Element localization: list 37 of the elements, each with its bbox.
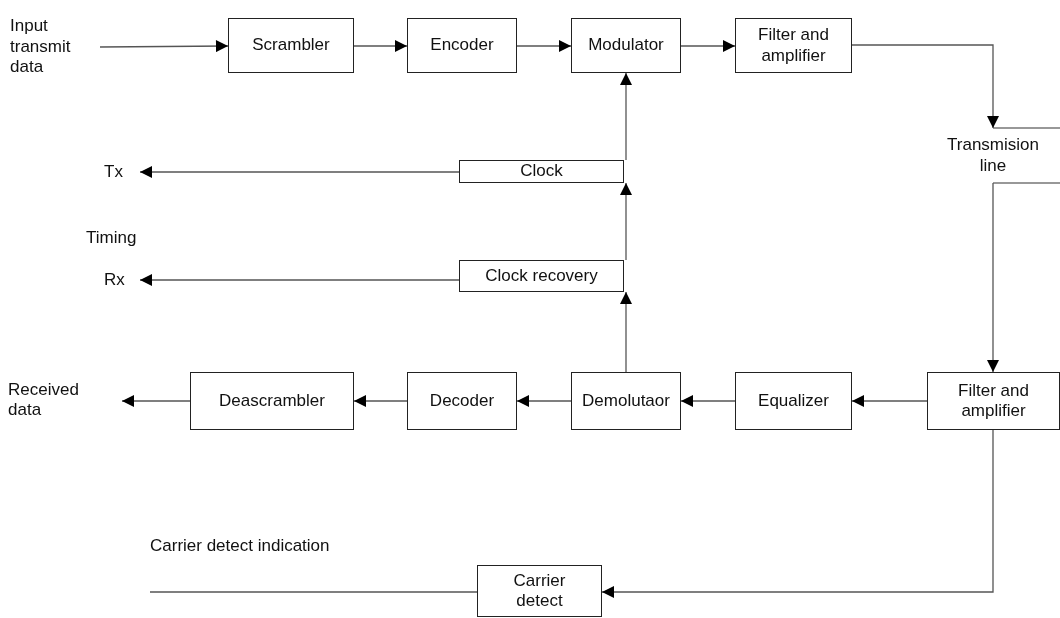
arrow xyxy=(680,40,736,52)
arrow xyxy=(987,182,999,373)
arrow xyxy=(516,395,572,407)
text-label: Tx xyxy=(104,160,138,184)
text-label: Input transmit data xyxy=(10,8,100,86)
text-label: Received data xyxy=(8,374,88,426)
text-label: Rx xyxy=(104,268,138,292)
arrow xyxy=(620,72,632,161)
text-label: Transmision line xyxy=(938,128,1048,183)
arrow xyxy=(139,274,460,286)
process-box: Filter and amplifier xyxy=(927,372,1060,430)
arrow xyxy=(601,429,994,598)
process-box: Equalizer xyxy=(735,372,852,430)
arrow xyxy=(851,395,928,407)
process-box: Filter and amplifier xyxy=(735,18,852,73)
process-box: Scrambler xyxy=(228,18,354,73)
process-box: Clock xyxy=(459,160,624,183)
text-label: Timing xyxy=(86,228,137,248)
process-box: Clock recovery xyxy=(459,260,624,292)
arrow xyxy=(353,40,408,52)
edge-label: Carrier detect indication xyxy=(150,536,330,556)
process-box: Carrier detect xyxy=(477,565,602,617)
process-box: Deascrambler xyxy=(190,372,354,430)
arrow xyxy=(121,395,191,407)
process-box: Modulator xyxy=(571,18,681,73)
arrow xyxy=(353,395,408,407)
connector-line xyxy=(149,591,478,593)
arrow xyxy=(620,291,632,373)
arrow xyxy=(680,395,736,407)
arrow xyxy=(99,40,229,53)
process-box: Demolutaor xyxy=(571,372,681,430)
arrow xyxy=(851,44,999,129)
process-box: Encoder xyxy=(407,18,517,73)
arrow xyxy=(516,40,572,52)
process-box: Decoder xyxy=(407,372,517,430)
arrow xyxy=(139,166,460,178)
arrow xyxy=(620,182,632,261)
